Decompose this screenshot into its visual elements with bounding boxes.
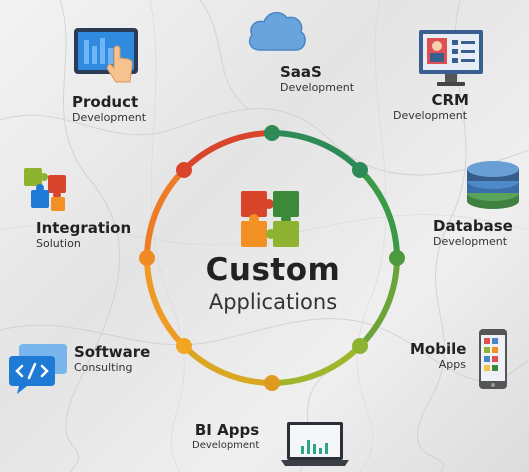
mobile-title: Mobile	[410, 340, 467, 358]
node-database: Database Development	[433, 218, 513, 249]
mobile-subtitle: Apps	[438, 358, 466, 371]
node-software: Software Consulting	[74, 344, 150, 375]
cloud-icon	[248, 11, 306, 51]
node-mobile: Mobile Apps	[410, 341, 466, 372]
database-subtitle: Development	[433, 235, 508, 248]
crm-title: CRM	[431, 91, 470, 109]
integration-title: Integration	[36, 219, 132, 237]
ring-node-bottom	[264, 375, 280, 391]
center-title: Custom	[205, 252, 341, 288]
ring-arc-yellow	[181, 343, 275, 386]
product-title: Product	[72, 93, 139, 111]
integration-subtitle: Solution	[36, 237, 81, 250]
bi-apps-title: BI Apps	[194, 421, 260, 439]
ring-arc-red	[181, 130, 275, 173]
ring-arc-dark-orange	[144, 167, 187, 261]
laptop-chart-icon	[281, 422, 349, 466]
node-product: Product Development	[72, 94, 146, 125]
database-icon	[467, 161, 519, 209]
database-title: Database	[433, 217, 513, 235]
touch-tablet-icon	[74, 28, 138, 83]
node-crm: CRM Development	[393, 92, 469, 123]
node-saas: SaaS Development	[280, 64, 354, 95]
ring-node-bottom-left	[176, 338, 192, 354]
product-subtitle: Development	[72, 111, 147, 124]
ring-arc-olive	[269, 343, 363, 386]
ring-node-top-right	[352, 162, 368, 178]
crm-subtitle: Development	[393, 109, 468, 122]
node-bi-apps: BI Apps Development	[192, 422, 262, 453]
software-subtitle: Consulting	[74, 361, 133, 374]
ring-node-left	[139, 250, 155, 266]
code-chat-icon	[9, 344, 67, 394]
crm-monitor-icon	[419, 30, 483, 86]
puzzle-center-icon	[241, 191, 299, 247]
smartphone-icon	[479, 329, 507, 389]
saas-title: SaaS	[280, 63, 322, 81]
saas-subtitle: Development	[280, 81, 355, 94]
ring-node-bottom-right	[352, 338, 368, 354]
ring-arc-green-2	[359, 169, 400, 261]
ring-node-right	[389, 250, 405, 266]
puzzle-icon	[24, 168, 66, 211]
bi-apps-subtitle: Development	[192, 440, 260, 451]
node-integration: Integration Solution	[36, 220, 131, 251]
ring-arc-orange	[144, 255, 187, 349]
software-title: Software	[74, 343, 151, 361]
ring-arc-lime	[357, 255, 400, 349]
center-subtitle: Applications	[208, 290, 338, 314]
ring-arc-green	[269, 130, 363, 173]
ring-node-top-left	[176, 162, 192, 178]
ring-node-top	[264, 125, 280, 141]
